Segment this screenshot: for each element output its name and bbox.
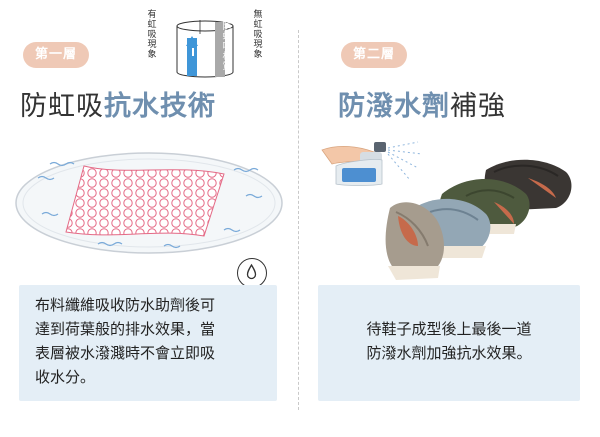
layer-one-badge: 第一層 xyxy=(23,42,90,68)
description-line: 表層被水潑濺時不會立即吸 xyxy=(35,344,216,362)
description-line: 布料纖維吸收防水助劑後可 xyxy=(35,296,216,314)
layer-two-heading-accent: 防潑水劑 xyxy=(338,91,450,122)
description-line: 收水分。 xyxy=(35,368,96,386)
layer-two-heading: 防潑水劑補強 xyxy=(338,84,506,123)
layer-one-heading-accent: 抗水技術 xyxy=(104,91,216,122)
description-line: 防潑水劑加強抗水效果。 xyxy=(366,344,532,362)
anti-siphon-material-label: 防虹吸材質 xyxy=(222,22,232,72)
layer-two-badge: 第二層 xyxy=(341,42,408,68)
siphon-diagram-graphic xyxy=(176,20,234,78)
layer-one-heading: 防虹吸抗水技術 xyxy=(20,84,216,123)
water-drop-icon-graphic xyxy=(246,263,257,280)
description-line: 達到荷葉般的排水效果，當 xyxy=(35,320,216,338)
water-drop-icon xyxy=(237,258,267,288)
panel-divider xyxy=(298,30,299,410)
description-line: 待鞋子成型後上最後一道 xyxy=(366,320,532,338)
layer-two-heading-plain: 補強 xyxy=(450,91,506,122)
has-siphon-label: 有虹吸現象 xyxy=(147,10,157,60)
spray-and-sneakers-illustration xyxy=(321,141,572,280)
water-repellent-fabric-illustration xyxy=(15,152,283,254)
layer-two-description: 待鞋子成型後上最後一道 防潑水劑加強抗水效果。 xyxy=(318,285,580,401)
no-siphon-label: 無虹吸現象 xyxy=(253,10,263,60)
siphon-diagram: 有虹吸現象 防虹吸材質 無虹吸現象 xyxy=(140,10,270,85)
layer-one-description: 布料纖維吸收防水助劑後可 達到荷葉般的排水效果，當 表層被水潑濺時不會立即吸 收… xyxy=(19,285,277,401)
layer-one-heading-plain: 防虹吸 xyxy=(20,91,104,122)
